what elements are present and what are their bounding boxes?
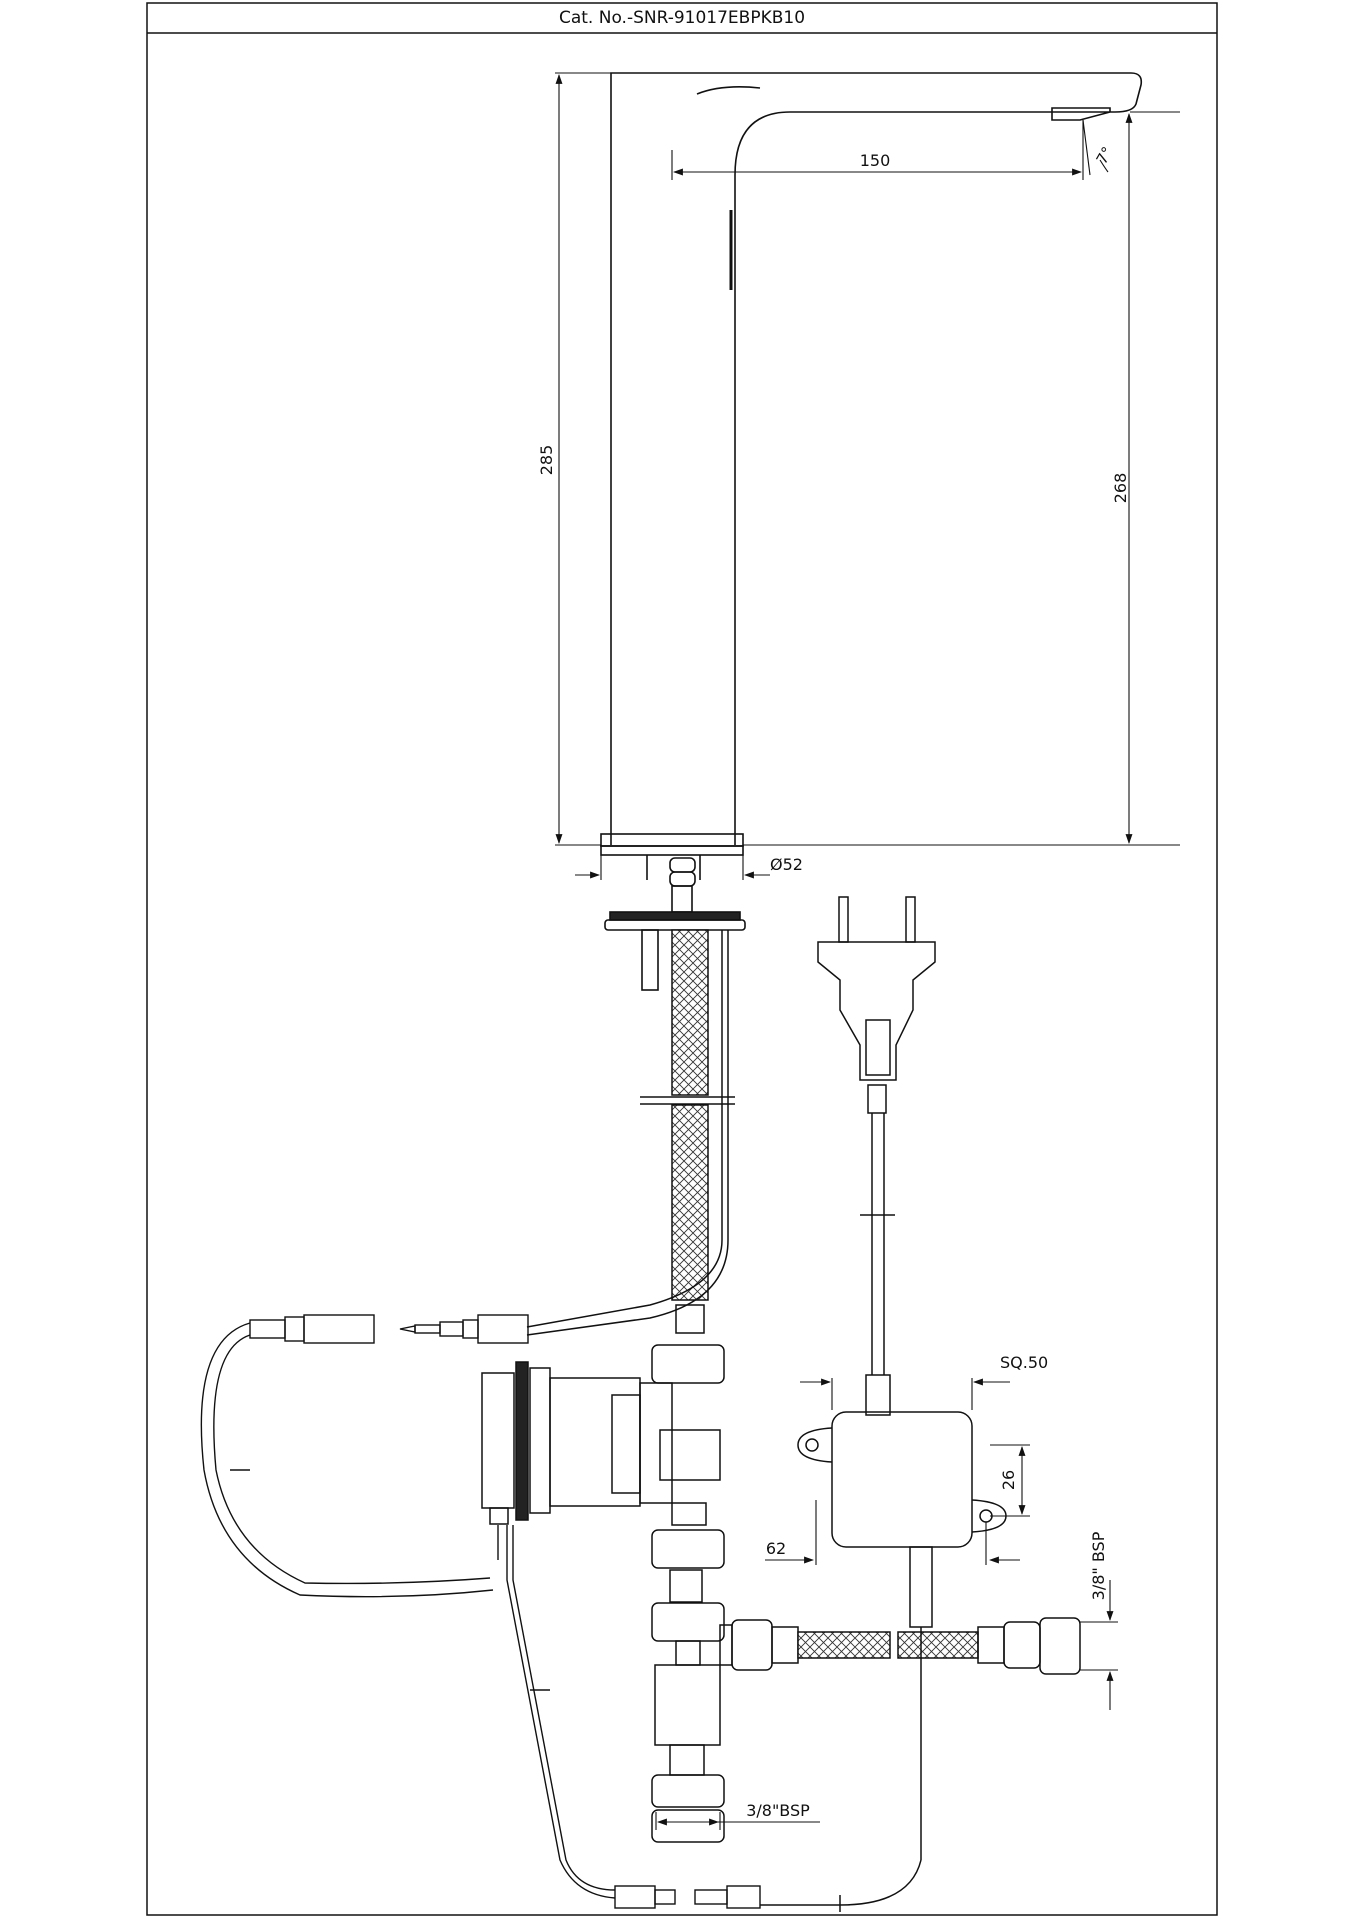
tee-fitting: [651, 1569, 1081, 1843]
jack-connector: [200, 1314, 529, 1598]
control-box: [760, 1374, 1007, 1912]
dim-box-height: 26: [999, 1470, 1018, 1490]
sensor-cable: [497, 1525, 761, 1909]
dim-spout-reach: 150: [860, 151, 891, 170]
dim-box-size: SQ.50: [1000, 1353, 1048, 1372]
faucet-body: [610, 72, 1143, 845]
solenoid-valve: [481, 1304, 725, 1569]
dim-box-depth: 62: [766, 1539, 786, 1558]
catalog-number-title: Cat. No.-SNR-91017EBPKB10: [558, 8, 806, 28]
dim-outlet-thread: 3/8" BSP: [1089, 1531, 1108, 1600]
base-flange: [600, 833, 746, 991]
dim-overall-height: 285: [537, 445, 556, 476]
power-plug: [817, 896, 936, 1375]
drawing-frame: [146, 2, 1218, 1916]
flexible-hose: [526, 929, 735, 1336]
dim-base-diameter: Ø52: [770, 855, 803, 874]
dim-spout-height: 268: [1111, 473, 1130, 504]
dim-inlet-thread: 3/8"BSP: [746, 1801, 810, 1820]
dim-spout-angle: 7°: [1093, 144, 1117, 168]
dimension-lines: [555, 72, 1180, 1830]
